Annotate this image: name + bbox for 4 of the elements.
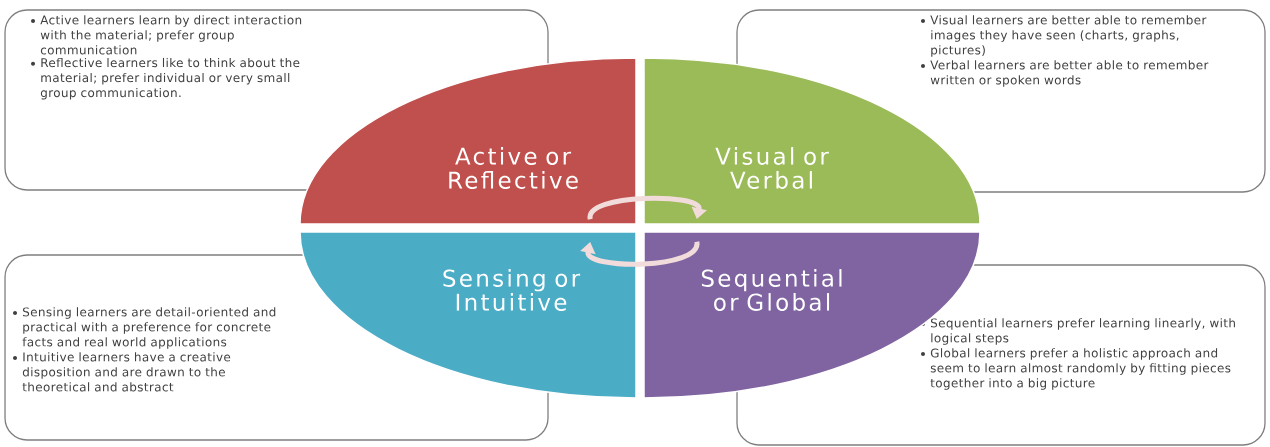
curved-arrow — [580, 241, 700, 267]
curved-arrow — [587, 195, 707, 220]
quadrant: Sensing or Intuitive — [299, 231, 637, 399]
quadrant: Active or Reflective — [299, 57, 637, 225]
